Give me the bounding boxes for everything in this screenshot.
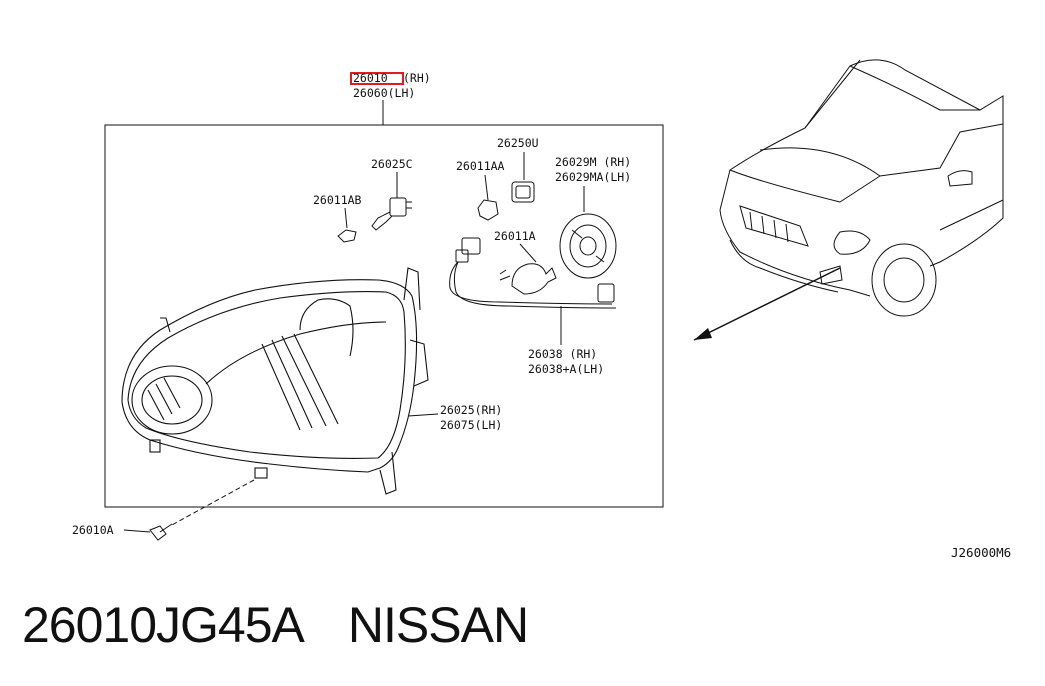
label-bulb-26011aa: 26011AA (456, 159, 505, 173)
dust-cap-icon (559, 213, 617, 279)
location-arrow-line (693, 267, 841, 341)
label-harness-lh: 26038+A(LH) (528, 362, 604, 376)
screw-dashed-line (169, 479, 255, 527)
label-socket-26025c: 26025C (371, 157, 413, 171)
assembly-frame (104, 124, 664, 508)
wiring-harness-icon (449, 237, 617, 309)
h4-bulb-icon (499, 263, 557, 295)
caption-part-number: 26010JG45A (22, 597, 305, 653)
label-cap-rh: 26029M (RH) (555, 155, 631, 169)
label-headlamp-rh: 26010 (353, 71, 388, 85)
caption-brand: NISSAN (347, 597, 529, 653)
leader-26011a (519, 243, 537, 263)
label-housing-lh: 26075(LH) (440, 418, 502, 432)
label-housing-rh: 26025(RH) (440, 403, 502, 417)
vehicle-sketch-icon (719, 59, 1004, 317)
leader-26011aa (484, 174, 489, 201)
screw-icon (149, 523, 173, 541)
label-cap-lh: 26029MA(LH) (555, 170, 631, 184)
label-headlamp-rh-side: (RH) (403, 71, 431, 85)
arrow-head-icon (694, 328, 712, 340)
socket-26025c-icon (371, 197, 412, 231)
headlamp-housing-icon (121, 267, 429, 495)
bulb-26011ab-icon (337, 229, 357, 243)
socket-26250u-icon (511, 181, 535, 203)
label-harness-rh: 26038 (RH) (528, 347, 597, 361)
bulb-26011aa-icon (477, 199, 499, 221)
parts-diagram: 26010 (RH) 26060(LH) 26025C 26011AB 2601… (72, 59, 1011, 560)
label-screw: 26010A (72, 523, 114, 537)
label-bulb-26011a: 26011A (494, 229, 536, 243)
caption: 26010JG45A NISSAN (22, 596, 529, 654)
leader-26011ab (344, 207, 348, 229)
label-bulb-26011ab: 26011AB (313, 193, 362, 207)
part-highlight-box (350, 72, 404, 85)
label-headlamp-lh: 26060(LH) (353, 86, 415, 100)
label-socket-26250u: 26250U (497, 136, 539, 150)
leader-26010a (123, 529, 151, 533)
diagram-code: J26000M6 (951, 545, 1011, 560)
leader-26025 (407, 413, 439, 417)
